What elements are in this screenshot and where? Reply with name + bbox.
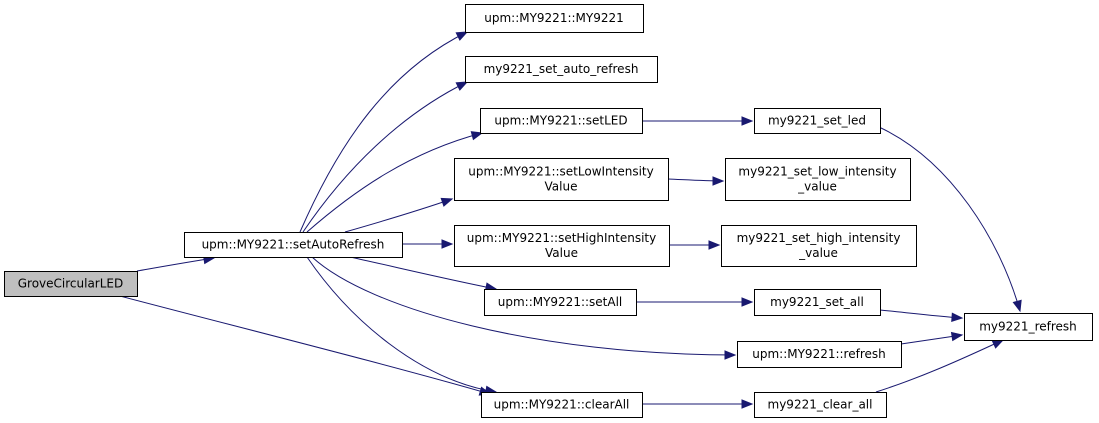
edge-line <box>306 132 483 233</box>
arrow-head-icon <box>441 239 454 249</box>
edge-set_led-to-refresh <box>878 126 1022 313</box>
node-box[interactable] <box>4 271 138 297</box>
node-label: my9221_refresh <box>979 320 1077 334</box>
edge-setAutoRefresh-to-refreshM <box>311 256 737 360</box>
node-label: Value <box>545 180 578 194</box>
node-label: upm::MY9221::refresh <box>752 347 886 361</box>
node-ctor[interactable]: upm::MY9221::MY9221 <box>465 4 644 33</box>
arrow-head-icon <box>440 197 454 207</box>
arrow-head-icon <box>741 116 754 126</box>
node-label: _value <box>798 246 838 260</box>
node-clearAll[interactable]: upm::MY9221::clearAll <box>481 392 643 418</box>
edge-line <box>875 339 1004 393</box>
edge-refreshM-to-refresh <box>900 331 964 345</box>
arrow-head-icon <box>1012 299 1022 313</box>
node-refresh[interactable]: my9221_refresh <box>964 313 1093 341</box>
node-label: upm::MY9221::setLowIntensity <box>468 165 654 179</box>
node-label: upm::MY9221::clearAll <box>494 398 630 412</box>
edge-line <box>136 257 215 272</box>
arrow-head-icon <box>712 176 725 186</box>
edge-line <box>878 126 1021 312</box>
node-box[interactable] <box>481 392 643 418</box>
node-set_high[interactable]: my9221_set_high_intensity_value <box>721 225 917 267</box>
arrow-head-icon <box>708 240 721 250</box>
arrow-head-icon <box>741 297 754 307</box>
arrow-head-icon <box>741 399 754 409</box>
edges-layer <box>119 31 1022 409</box>
node-setLED[interactable]: upm::MY9221::setLED <box>480 108 643 134</box>
edge-setAutoRefresh-to-ctor <box>299 31 469 233</box>
node-label: upm::MY9221::MY9221 <box>484 11 624 25</box>
arrow-head-icon <box>455 81 469 91</box>
nodes-layer: GroveCircularLED upm::MY9221::setAutoRefr… <box>4 4 1093 418</box>
arrow-head-icon <box>724 350 737 360</box>
node-label: Value <box>545 246 578 260</box>
edge-line <box>302 81 468 233</box>
arrow-head-icon <box>950 331 964 342</box>
node-label: my9221_set_led <box>768 114 866 128</box>
edge-setAll-to-set_all <box>636 297 754 307</box>
node-label: _value <box>797 180 837 194</box>
node-box[interactable] <box>465 4 644 33</box>
node-label: my9221_set_all <box>770 295 864 309</box>
edge-line <box>311 256 736 356</box>
edge-clearAll-to-clear_all <box>641 399 754 409</box>
edge-setAutoRefresh-to-clearAll <box>306 256 498 396</box>
edge-grove-to-clearAll <box>119 295 492 396</box>
node-box[interactable] <box>754 108 881 134</box>
node-box[interactable] <box>465 56 658 83</box>
edge-setAutoRefresh-to-setHigh <box>402 239 454 249</box>
node-clear_all[interactable]: my9221_clear_all <box>754 392 887 418</box>
node-label: upm::MY9221::setAutoRefresh <box>202 238 385 252</box>
node-label: my9221_set_high_intensity <box>737 231 901 245</box>
node-label: GroveCircularLED <box>18 277 124 291</box>
edge-setLED-to-set_led <box>641 116 754 126</box>
edge-line <box>879 309 963 319</box>
node-box[interactable] <box>737 341 902 368</box>
node-label: my9221_set_low_intensity <box>738 165 896 179</box>
arrow-head-icon <box>470 131 484 141</box>
node-box[interactable] <box>484 289 637 316</box>
node-box[interactable] <box>754 289 881 316</box>
node-box[interactable] <box>184 232 403 258</box>
edge-line <box>349 256 497 290</box>
edge-setAutoRefresh-to-set_auto_refresh <box>302 81 469 233</box>
arrow-head-icon <box>991 339 1005 349</box>
arrow-head-icon <box>455 31 469 41</box>
node-label: upm::MY9221::setAll <box>498 295 623 309</box>
node-setAll[interactable]: upm::MY9221::setAll <box>484 289 637 316</box>
node-box[interactable] <box>454 225 670 267</box>
node-set_all[interactable]: my9221_set_all <box>754 289 881 316</box>
node-box[interactable] <box>454 158 669 201</box>
node-setAutoRefresh[interactable]: upm::MY9221::setAutoRefresh <box>184 232 403 258</box>
node-box[interactable] <box>725 158 911 201</box>
node-label: my9221_set_auto_refresh <box>484 62 639 76</box>
node-set_low[interactable]: my9221_set_low_intensity_value <box>725 158 911 201</box>
edge-setAutoRefresh-to-setLED <box>306 131 484 233</box>
node-box[interactable] <box>721 225 917 267</box>
edge-set_all-to-refresh <box>879 309 964 322</box>
node-box[interactable] <box>754 392 887 418</box>
node-grove[interactable]: GroveCircularLED <box>4 271 138 297</box>
edge-setLow-to-set_low <box>667 176 725 186</box>
node-set_led[interactable]: my9221_set_led <box>754 108 881 134</box>
node-box[interactable] <box>480 108 643 134</box>
node-refreshM[interactable]: upm::MY9221::refresh <box>737 341 902 368</box>
edge-line <box>299 31 468 233</box>
node-box[interactable] <box>964 313 1093 341</box>
node-label: upm::MY9221::setLED <box>494 114 627 128</box>
node-label: my9221_clear_all <box>768 398 873 412</box>
edge-setHigh-to-set_high <box>669 240 721 250</box>
edge-line <box>119 295 491 395</box>
edge-setAutoRefresh-to-setLow <box>344 197 454 233</box>
edge-line <box>306 256 497 393</box>
node-set_auto_refresh[interactable]: my9221_set_auto_refresh <box>465 56 658 83</box>
edge-line <box>344 198 453 233</box>
arrow-head-icon <box>951 312 964 322</box>
node-label: upm::MY9221::setHighIntensity <box>467 231 656 245</box>
